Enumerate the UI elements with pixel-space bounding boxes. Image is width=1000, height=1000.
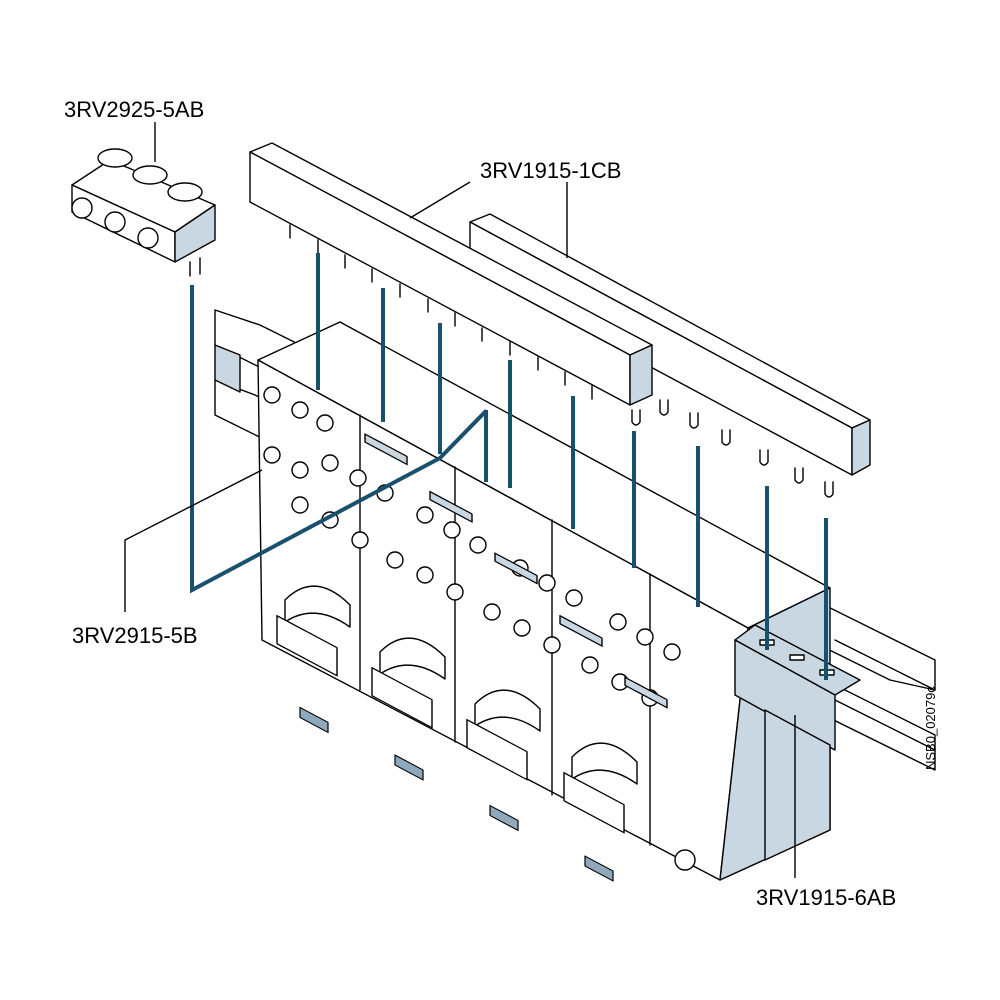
rotary-handles xyxy=(276,585,638,834)
label-feed-terminal: 3RV2915-5B xyxy=(72,623,198,648)
aux-terminal-block xyxy=(71,148,216,277)
indicator-windows xyxy=(299,706,614,882)
terminal-screws xyxy=(263,386,696,871)
label-busbar: 3RV1915-1CB xyxy=(480,158,621,183)
guide-lines xyxy=(190,253,828,680)
leader-lines xyxy=(124,122,796,878)
pin-slots xyxy=(364,433,668,709)
busbar-front xyxy=(249,142,653,426)
label-end-cap: 3RV1915-6AB xyxy=(756,885,896,910)
label-aux-terminal: 3RV2925-5AB xyxy=(64,97,204,122)
drawing-code: NSB0_02079c xyxy=(923,686,938,770)
